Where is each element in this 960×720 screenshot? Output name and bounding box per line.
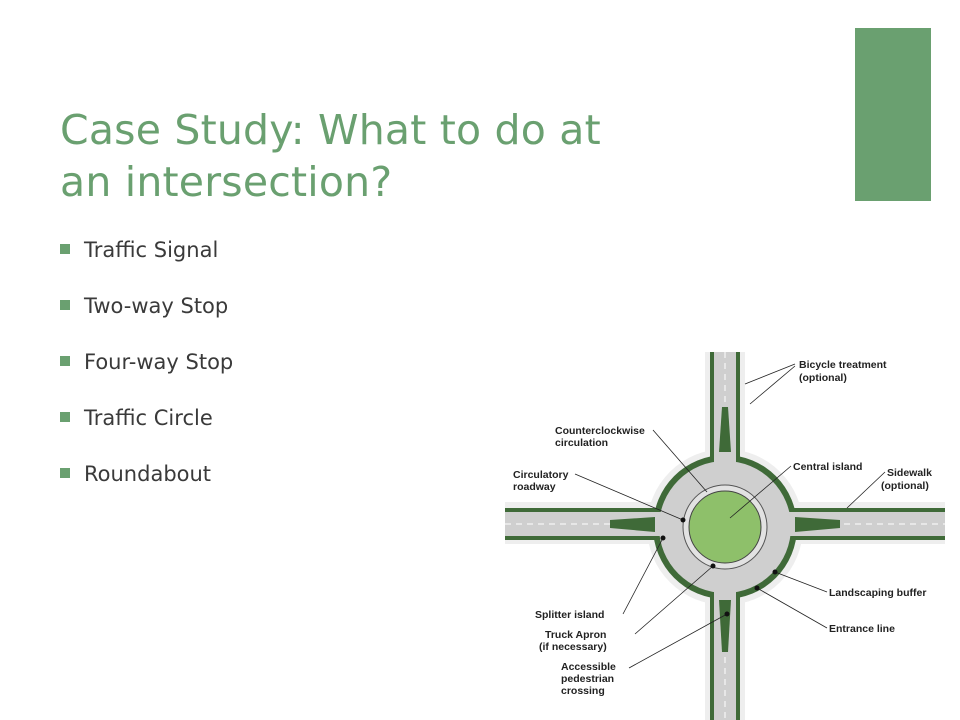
label-sidewalk-optional: (optional) bbox=[881, 480, 929, 492]
label-circulatory: Circulatory bbox=[513, 469, 569, 481]
bullet-item: Traffic Circle bbox=[60, 406, 233, 462]
title-line-2: an intersection? bbox=[60, 158, 393, 206]
title-line-1: Case Study: What to do at bbox=[60, 106, 601, 154]
label-truck-apron-2: (if necessary) bbox=[539, 641, 607, 653]
label-bicycle-treatment: Bicycle treatment bbox=[799, 359, 887, 371]
label-circulatory-2: roadway bbox=[513, 481, 556, 493]
bullet-marker-icon bbox=[60, 468, 70, 478]
bullet-text: Traffic Signal bbox=[84, 238, 219, 262]
label-pedestrian-2: pedestrian bbox=[561, 673, 614, 685]
label-ccw-circulation-2: circulation bbox=[555, 437, 608, 449]
bullet-item: Two-way Stop bbox=[60, 294, 233, 350]
roundabout-diagram: Bicycle treatment (optional) Countercloc… bbox=[505, 352, 945, 720]
bullet-item: Roundabout bbox=[60, 462, 233, 518]
label-pedestrian-1: Accessible bbox=[561, 661, 616, 673]
bullet-text: Two-way Stop bbox=[84, 294, 229, 318]
leader-dots bbox=[660, 517, 778, 617]
label-landscaping-buffer: Landscaping buffer bbox=[829, 587, 926, 599]
bullet-marker-icon bbox=[60, 412, 70, 422]
label-entrance-line: Entrance line bbox=[829, 623, 895, 635]
accent-bar bbox=[855, 28, 931, 201]
bullet-text: Roundabout bbox=[84, 462, 212, 486]
label-truck-apron: Truck Apron bbox=[545, 629, 606, 641]
leader-lines bbox=[574, 363, 886, 669]
label-sidewalk: Sidewalk bbox=[887, 467, 932, 479]
bullet-marker-icon bbox=[60, 244, 70, 254]
bullet-text: Four-way Stop bbox=[84, 350, 234, 374]
bullet-text: Traffic Circle bbox=[84, 406, 213, 430]
label-splitter-island: Splitter island bbox=[535, 609, 604, 621]
bullet-item: Traffic Signal bbox=[60, 238, 233, 294]
central-island bbox=[688, 490, 762, 564]
bullet-marker-icon bbox=[60, 300, 70, 310]
bullet-item: Four-way Stop bbox=[60, 350, 233, 406]
label-bicycle-optional: (optional) bbox=[799, 372, 847, 384]
bullet-list: Traffic Signal Two-way Stop Four-way Sto… bbox=[60, 238, 233, 518]
splitter-islands bbox=[610, 407, 840, 652]
label-central-island: Central island bbox=[793, 461, 862, 473]
slide-title: Case Study: What to do at an intersectio… bbox=[60, 104, 760, 208]
bullet-marker-icon bbox=[60, 356, 70, 366]
label-pedestrian-3: crossing bbox=[561, 685, 605, 697]
label-ccw-circulation: Counterclockwise bbox=[555, 425, 645, 437]
